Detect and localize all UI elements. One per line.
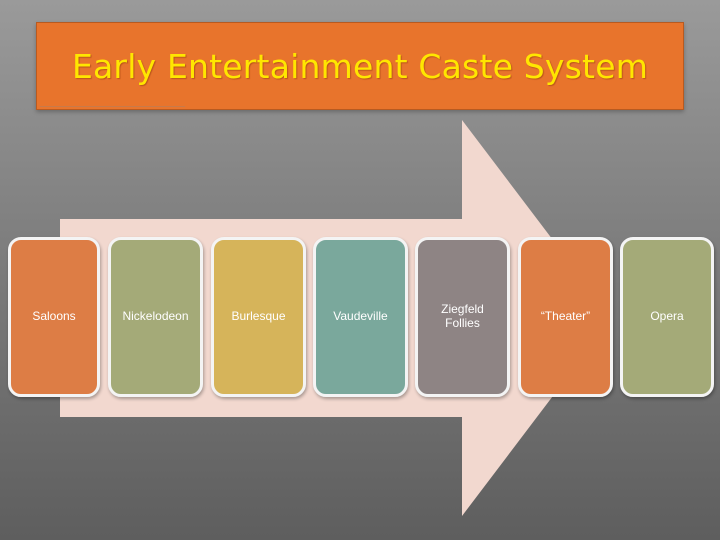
stage-box-vaudeville: Vaudeville — [313, 237, 408, 397]
stage-label-ziegfeld-follies: Ziegfeld Follies — [441, 302, 484, 330]
stage-box-theater: “Theater” — [518, 237, 613, 397]
stage-box-ziegfeld-follies: Ziegfeld Follies — [415, 237, 510, 397]
stage-label-burlesque: Burlesque — [231, 309, 286, 324]
title-banner: Early Entertainment Caste System — [36, 22, 684, 110]
stage-box-burlesque: Burlesque — [211, 237, 306, 397]
stage-label-theater: “Theater” — [540, 309, 591, 324]
stage-label-saloons: Saloons — [32, 309, 76, 324]
stage-box-saloons: Saloons — [8, 237, 100, 397]
stage-label-vaudeville: Vaudeville — [333, 309, 388, 324]
stage-box-opera: Opera — [620, 237, 714, 397]
stage-label-nickelodeon: Nickelodeon — [122, 309, 189, 324]
page-title: Early Entertainment Caste System — [71, 46, 649, 86]
title-underline — [40, 106, 185, 107]
stage-label-opera: Opera — [650, 309, 684, 324]
stage-box-nickelodeon: Nickelodeon — [108, 237, 203, 397]
